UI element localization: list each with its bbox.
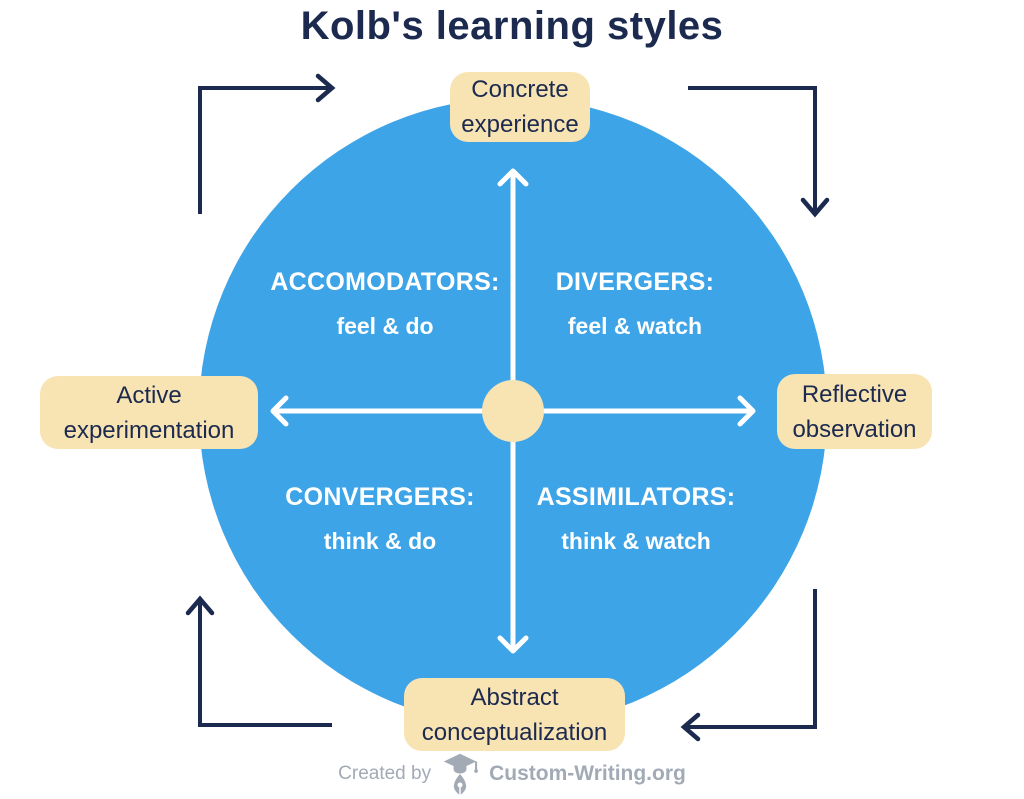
cycle-arrow-bottom-left-icon	[198, 601, 332, 727]
label-line: experimentation	[63, 416, 235, 444]
label-reflective-observation: Reflective observation	[777, 374, 932, 449]
brand-text: Custom-Writing.org	[489, 762, 686, 785]
created-by-text: Created by	[338, 763, 432, 784]
cycle-arrows	[185, 73, 830, 742]
quadrant-divergers: DIVERGERS: feel & watch	[495, 268, 775, 339]
label-abstract-conceptualization: Abstract conceptualization	[404, 678, 625, 751]
cycle-arrow-top-left-icon	[198, 86, 330, 214]
axis-arrow-down-icon	[497, 635, 529, 654]
quadrant-heading: CONVERGERS:	[285, 483, 475, 511]
quadrant-heading: DIVERGERS:	[555, 268, 715, 296]
axis-arrow-left-icon	[270, 395, 289, 427]
footer-credit: Created by Custom-Writing.org	[0, 753, 1024, 795]
label-active-experimentation: Active experimentation	[40, 376, 258, 449]
quadrant-subtitle: think & do	[323, 528, 437, 554]
quadrant-heading: ASSIMILATORS:	[536, 483, 736, 511]
label-line: conceptualization	[421, 718, 608, 746]
page-title: Kolb's learning styles	[300, 4, 724, 48]
label-line: Concrete	[471, 76, 569, 103]
axis-arrow-up-icon	[497, 168, 529, 187]
label-line: Abstract	[470, 683, 559, 711]
axis-arrow-right-icon	[737, 395, 756, 427]
quadrant-subtitle: think & watch	[561, 528, 711, 554]
quadrant-accomodators: ACCOMODATORS: feel & do	[245, 268, 525, 339]
quadrant-subtitle: feel & do	[336, 313, 434, 339]
label-line: experience	[461, 111, 579, 138]
quadrant-convergers: CONVERGERS: think & do	[240, 483, 520, 554]
label-concrete-experience: Concrete experience	[450, 72, 590, 142]
quadrant-heading: ACCOMODATORS:	[270, 268, 500, 296]
quadrant-assimilators: ASSIMILATORS: think & watch	[496, 483, 776, 554]
graduation-cap-pen-icon	[443, 753, 479, 795]
label-line: Active	[116, 381, 182, 409]
quadrant-subtitle: feel & watch	[567, 313, 703, 339]
label-line: observation	[792, 415, 917, 443]
center-hub-circle	[482, 380, 544, 442]
cycle-arrow-top-right-icon	[688, 86, 817, 212]
cycle-arrow-bottom-right-icon	[686, 589, 817, 729]
label-line: Reflective	[801, 380, 908, 408]
